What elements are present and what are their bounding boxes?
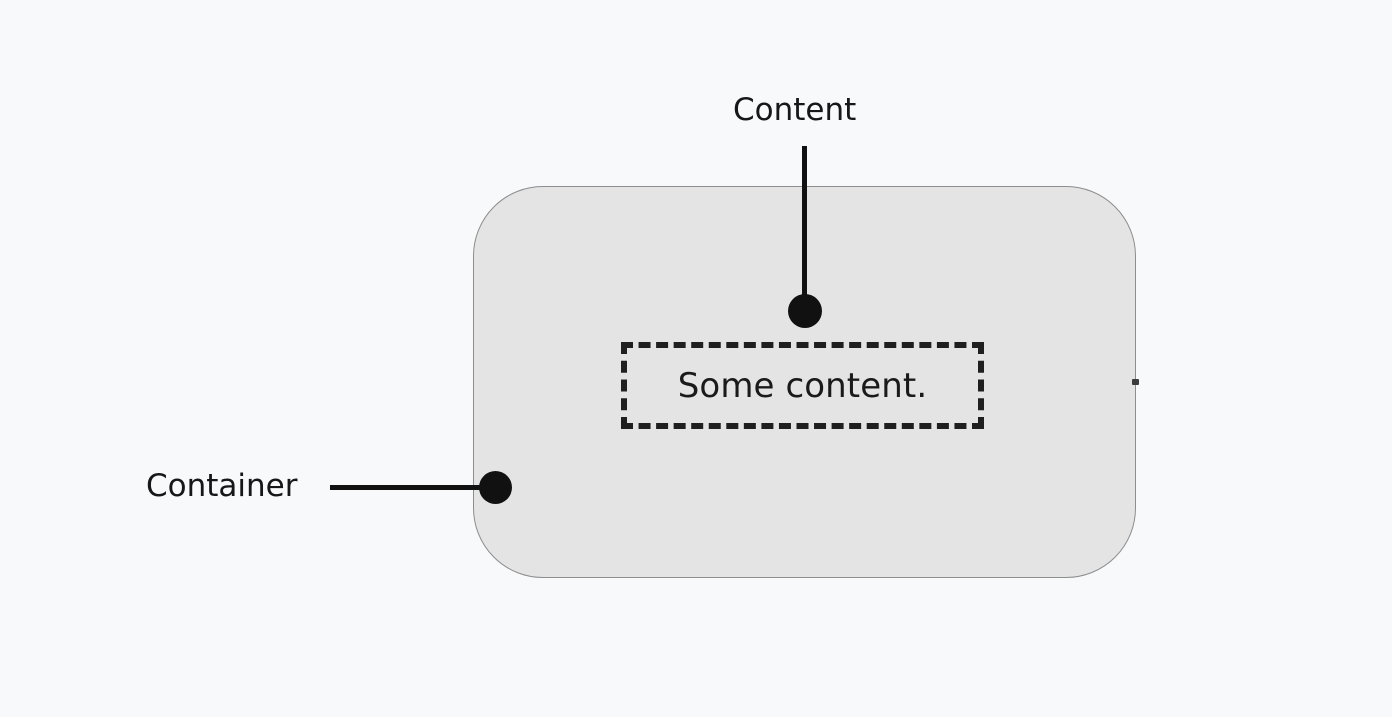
callout-leader-line-container [330,485,498,490]
content-shape: Some content. [621,342,984,429]
content-text: Some content. [677,365,928,406]
callout-dot-container [479,471,512,504]
right-edge-tick-artifact [1132,379,1139,385]
callout-label-content: Content [733,92,857,128]
callout-dot-content [788,294,822,328]
callout-label-container: Container [146,468,298,504]
callout-leader-line-content [802,146,807,304]
